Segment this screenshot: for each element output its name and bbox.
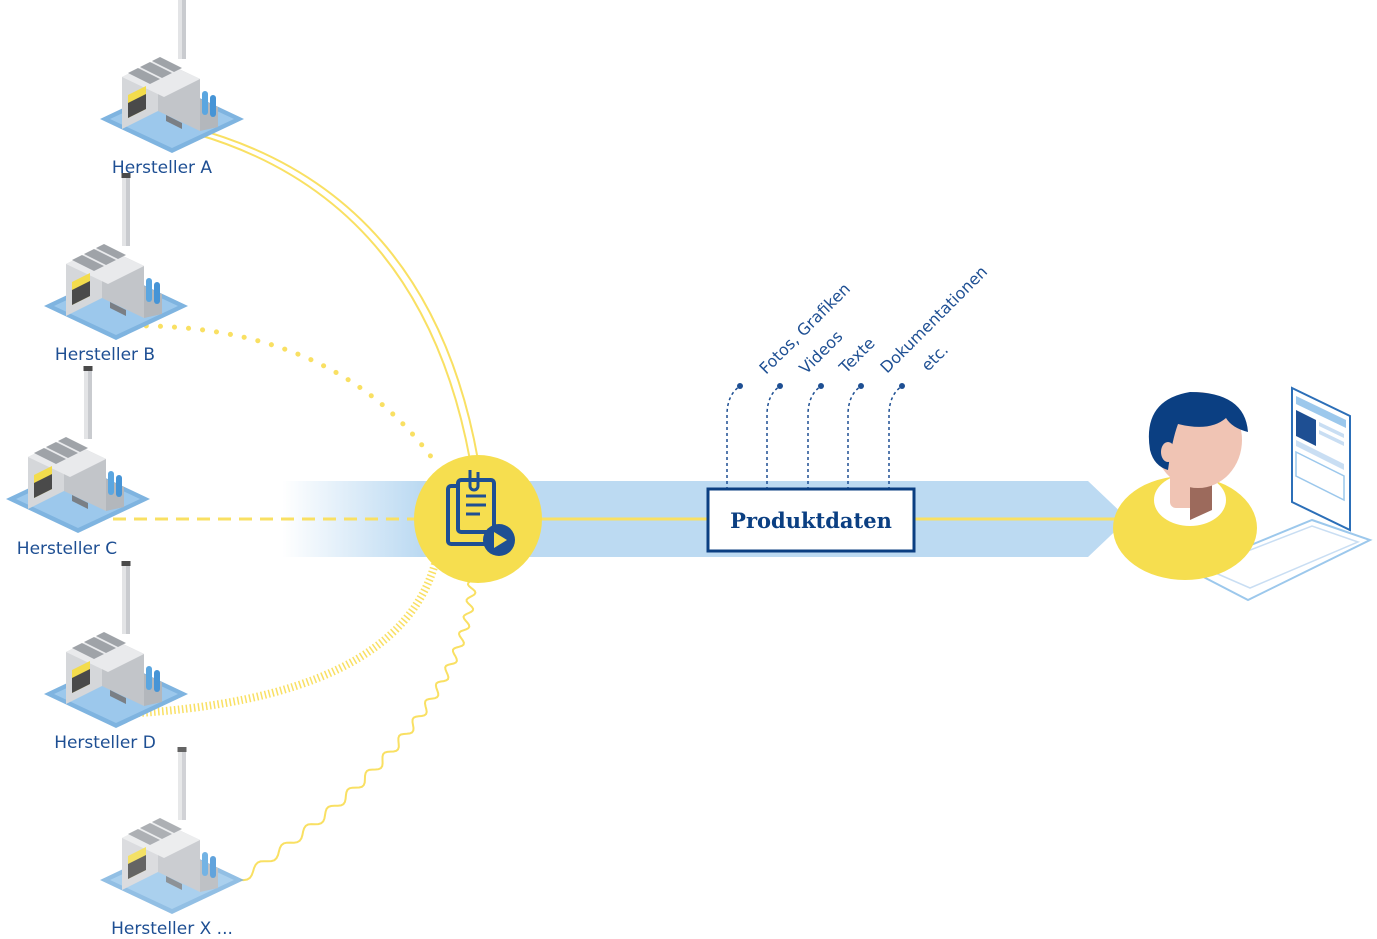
factory-icon-x (100, 747, 244, 914)
factory-icon-a (100, 0, 244, 153)
category-etc: etc. (917, 340, 952, 375)
person-avatar (1113, 392, 1257, 580)
label-hersteller-b: Hersteller B (55, 345, 155, 365)
factory-icon-d (44, 561, 188, 728)
laptop-icon (1187, 386, 1373, 602)
product-data-box (706, 487, 916, 553)
factory-icon-b (44, 173, 188, 340)
factory-icon-c (6, 366, 150, 533)
label-hersteller-d: Hersteller D (54, 733, 156, 753)
connector-a-second (195, 133, 471, 461)
label-hersteller-x: Hersteller X ... (111, 919, 233, 939)
label-hersteller-c: Hersteller C (17, 539, 117, 559)
category-dots (737, 383, 905, 389)
connector-a (189, 126, 479, 461)
label-hersteller-a: Hersteller A (112, 158, 213, 178)
clipboard-video-icon (446, 470, 515, 556)
connector-b (115, 323, 435, 461)
category-connectors (726, 385, 903, 490)
connector-x (239, 579, 477, 882)
hub (414, 455, 542, 583)
product-data-label: Produktdaten (730, 508, 892, 533)
